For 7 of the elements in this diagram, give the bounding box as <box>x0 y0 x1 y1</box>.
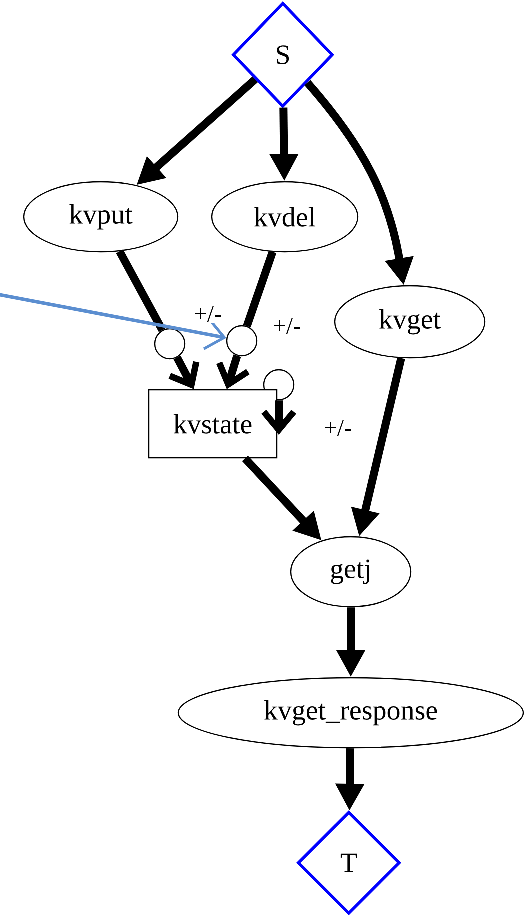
arrow <box>0 293 227 350</box>
edge-label: +/- <box>322 418 354 438</box>
edge-label: +/- <box>272 316 302 336</box>
circle <box>154 328 186 360</box>
edge-label: +/- <box>192 304 224 324</box>
state-box: kvstate <box>148 389 278 459</box>
circle <box>226 325 258 357</box>
